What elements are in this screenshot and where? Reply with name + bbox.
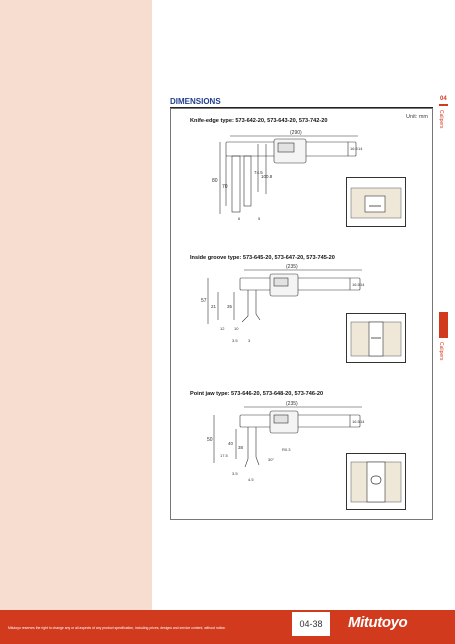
point-jaw-inset-drawing <box>350 461 402 503</box>
dim-a-label: 74.5 <box>254 170 263 175</box>
dim-a-label: 21 <box>211 304 217 309</box>
dim-e-label: 3.5 <box>232 338 238 343</box>
footer-disclaimer: Mitutoyo reserves the right to change an… <box>8 626 226 630</box>
point-jaws <box>244 427 260 468</box>
side-tab-label-top: Calipers <box>438 110 444 129</box>
thick-a-label: 16.5 <box>352 282 361 287</box>
dimensions-panel <box>170 108 433 520</box>
dim-c-label: 17.5 <box>220 453 229 458</box>
groove-jaws <box>241 290 261 323</box>
caliper-beam <box>239 277 361 291</box>
dim-d-label: 3.5 <box>232 471 238 476</box>
jaw-height-label: 50 <box>207 437 213 443</box>
knife-edge-inset-drawing <box>350 187 402 219</box>
dim-b-label: 100.8 <box>261 174 273 179</box>
footer-band <box>0 610 455 644</box>
overall-length-label: (235) <box>286 401 298 407</box>
side-tab-middle[interactable] <box>439 312 448 338</box>
caliper-beam <box>239 414 361 428</box>
dim-a-label: 40 <box>228 441 234 446</box>
section-title: DIMENSIONS <box>170 97 221 106</box>
overall-length-label: (290) <box>290 130 302 136</box>
knife-edge-drawing: (290) 80 70 74.5 100.8 16.5 14 6 5 <box>212 130 363 221</box>
jaw-height-label: 57 <box>201 298 207 304</box>
knife-edge-inset <box>346 177 406 227</box>
side-tab-label-middle: Calipers <box>438 342 444 361</box>
thick-a-label: 16.5 <box>352 419 361 424</box>
fixed-jaw <box>231 155 241 213</box>
left-margin-band <box>0 0 152 644</box>
page-number: 04-38 <box>292 612 330 636</box>
point-jaw-inset <box>346 453 406 510</box>
mitutoyo-logo: Mitutoyo <box>348 614 408 631</box>
moving-jaw <box>243 155 252 207</box>
dim-b-label: 38 <box>238 445 244 450</box>
inside-groove-inset-drawing <box>350 321 402 357</box>
thick-b-label: 14 <box>358 146 363 151</box>
small-b-label: 5 <box>258 216 261 221</box>
thick-b-label: 14 <box>360 282 365 287</box>
lcd-window <box>273 414 289 424</box>
inside-groove-inset <box>346 313 406 363</box>
dim-e-label: 4.5 <box>248 477 254 482</box>
jaw-height-label: 80 <box>212 178 218 184</box>
chapter-number: 04 <box>440 96 447 102</box>
point-jaw-title: Point jaw type: 573-646-20, 573-648-20, … <box>190 391 324 397</box>
section-rule <box>170 107 433 108</box>
point-jaw-drawing: (235) 50 40 38 17.5 3.5 4.5 30° R0.3 16.… <box>207 401 365 482</box>
thick-b-label: 14 <box>360 419 365 424</box>
dim-f-label: 30° <box>268 457 274 462</box>
dim-b-label: 35 <box>227 304 233 309</box>
dim-d-label: 10 <box>234 326 239 331</box>
jaw-depth-label: 70 <box>222 184 228 190</box>
knife-edge-title: Knife-edge type: 573-642-20, 573-643-20,… <box>190 118 328 124</box>
lcd-window <box>273 277 289 287</box>
chapter-tab-marker <box>439 104 448 106</box>
dim-f-label: 3 <box>248 338 251 343</box>
overall-length-label: (235) <box>286 264 298 270</box>
inside-groove-drawing: (235) 57 21 35 12 10 3.5 3 16.5 14 <box>201 264 365 343</box>
inside-groove-title: Inside groove type: 573-645-20, 573-647-… <box>190 255 335 261</box>
unit-label: Unit: mm <box>406 114 428 120</box>
dim-c-label: 12 <box>220 326 225 331</box>
thick-a-label: 16.5 <box>350 146 359 151</box>
dim-g-label: R0.3 <box>282 447 291 452</box>
lcd-window <box>277 142 295 153</box>
small-a-label: 6 <box>238 216 241 221</box>
